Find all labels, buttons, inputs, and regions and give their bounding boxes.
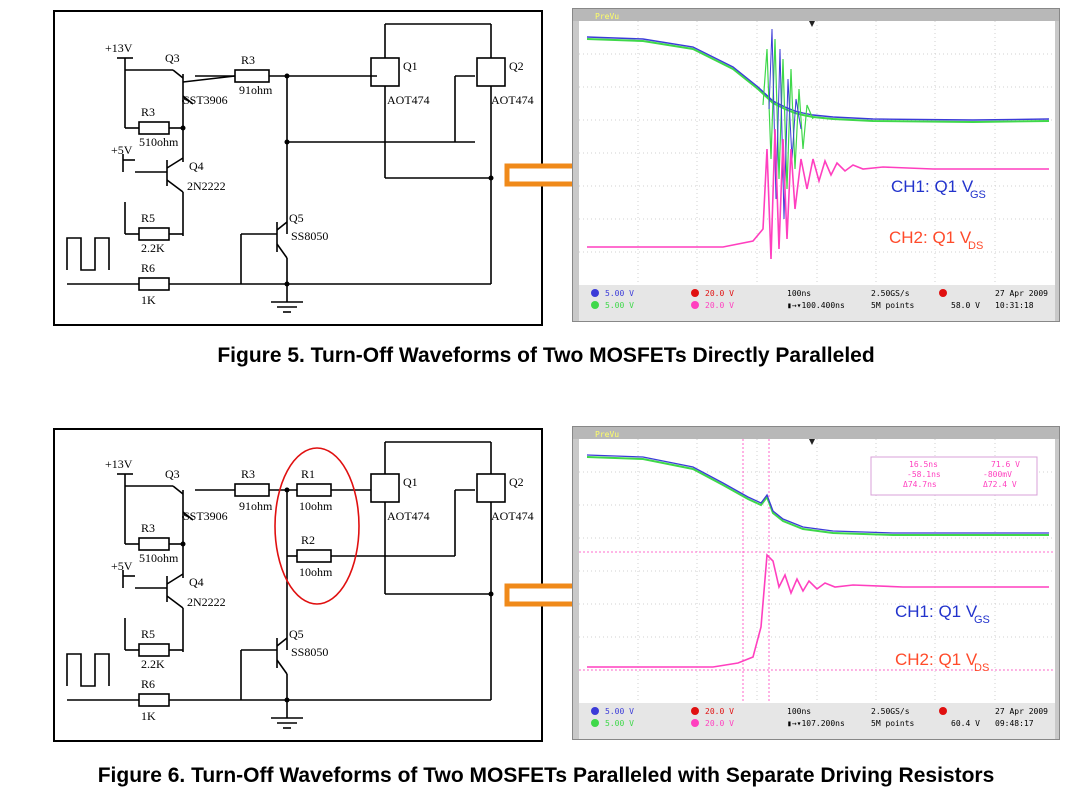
- r5-value: 2.2K: [141, 657, 165, 671]
- r3a-value: 91ohm: [239, 83, 273, 97]
- delay: ▮→▾107.200ns: [787, 719, 845, 728]
- r3a-label: R3: [241, 467, 255, 481]
- ch1-annotation-sub: GS: [974, 614, 990, 626]
- r2-value: 10ohm: [299, 565, 333, 579]
- ch1-annotation: CH1: Q1 V: [891, 177, 974, 196]
- r6-value: 1K: [141, 709, 156, 723]
- ch2-annotation-sub: DS: [974, 662, 989, 674]
- q5-label: Q5: [289, 211, 304, 225]
- ch2-annotation-sub: DS: [968, 240, 983, 252]
- q4-label: Q4: [189, 159, 204, 173]
- r6-value: 1K: [141, 293, 156, 307]
- r3b-label: R3: [141, 105, 155, 119]
- r6-label: R6: [141, 261, 155, 275]
- delay: ▮→▾100.400ns: [787, 301, 845, 310]
- supply-5v-label: +5V: [111, 143, 133, 157]
- cursor-dt: Δ74.7ns: [903, 480, 937, 489]
- date: 27 Apr 2009: [995, 289, 1048, 298]
- r2-label: R2: [301, 533, 315, 547]
- r1-value: 10ohm: [299, 499, 333, 513]
- q5-part-label: SS8050: [291, 229, 328, 243]
- figure-6-caption: Figure 6. Turn-Off Waveforms of Two MOSF…: [97, 764, 995, 787]
- ch4-scale: 20.0 V: [705, 301, 734, 310]
- r6-label: R6: [141, 677, 155, 691]
- q3-part-label: SST3906: [183, 93, 228, 107]
- cursor-t1: 16.5ns: [909, 460, 938, 469]
- sample-rate: 2.50GS/s: [871, 707, 910, 716]
- q5-part-label: SS8050: [291, 645, 328, 659]
- q2-label: Q2: [509, 59, 524, 73]
- cursor-t2: -58.1ns: [907, 470, 941, 479]
- highlight-circle: [274, 447, 360, 605]
- supply-13v-label: +13V: [105, 41, 133, 55]
- ch4-scale: 20.0 V: [705, 719, 734, 728]
- cursor-dv: Δ72.4 V: [983, 480, 1017, 489]
- cursor-v2: -800mV: [983, 470, 1012, 479]
- scope-title: PreVu: [595, 430, 619, 439]
- ch3-scale: 5.00 V: [605, 719, 634, 728]
- oscilloscope-fig5: PreVu CH1: Q1 V GS CH2: Q1 V DS 5.00 V 5…: [572, 8, 1060, 322]
- scope-screen-fig6: PreVu 16.5ns -58.1ns Δ74.7ns 71.6 V -800…: [573, 427, 1059, 739]
- sample-rate: 2.50GS/s: [871, 289, 910, 298]
- supply-5v-label: +5V: [111, 559, 133, 573]
- r3a-value: 91ohm: [239, 499, 273, 513]
- ch1-scale: 5.00 V: [605, 707, 634, 716]
- ch1-scale: 5.00 V: [605, 289, 634, 298]
- schematic-fig5: +13V Q3 SST3906 R3 91ohm R3 510ohm +5V Q…: [66, 23, 534, 313]
- circuit-diagram-fig6: +13V Q3 SST3906 R3 91ohm R1 10ohm R2 10o…: [53, 428, 543, 742]
- ch1-annotation-sub: GS: [970, 189, 986, 201]
- q2-part-label: AOT474: [491, 509, 534, 523]
- supply-13v-label: +13V: [105, 457, 133, 471]
- date: 27 Apr 2009: [995, 707, 1048, 716]
- trigger-level: 60.4 V: [951, 719, 980, 728]
- r3a-label: R3: [241, 53, 255, 67]
- r3b-value: 510ohm: [139, 551, 179, 565]
- timebase: 100ns: [787, 289, 811, 298]
- ch1-annotation: CH1: Q1 V: [895, 602, 978, 621]
- record-length: 5M points: [871, 301, 915, 310]
- r5-value: 2.2K: [141, 241, 165, 255]
- q1-label: Q1: [403, 475, 418, 489]
- q4-label: Q4: [189, 575, 204, 589]
- figure-5-caption: Figure 5. Turn-Off Waveforms of Two MOSF…: [217, 344, 875, 367]
- time: 10:31:18: [995, 301, 1034, 310]
- oscilloscope-fig6: PreVu 16.5ns -58.1ns Δ74.7ns 71.6 V -800…: [572, 426, 1060, 740]
- q1-label: Q1: [403, 59, 418, 73]
- ch3-scale: 5.00 V: [605, 301, 634, 310]
- q2-part-label: AOT474: [491, 93, 534, 107]
- q3-label: Q3: [165, 467, 180, 481]
- q1-part-label: AOT474: [387, 509, 430, 523]
- r3b-value: 510ohm: [139, 135, 179, 149]
- time: 09:48:17: [995, 719, 1034, 728]
- r5-label: R5: [141, 627, 155, 641]
- q3-label: Q3: [165, 51, 180, 65]
- r1-label: R1: [301, 467, 315, 481]
- q4-part-label: 2N2222: [187, 595, 226, 609]
- r5-label: R5: [141, 211, 155, 225]
- ch2-scale: 20.0 V: [705, 289, 734, 298]
- q4-part-label: 2N2222: [187, 179, 226, 193]
- scope-screen-fig5: PreVu CH1: Q1 V GS CH2: Q1 V DS 5.00 V 5…: [573, 9, 1059, 321]
- record-length: 5M points: [871, 719, 915, 728]
- ch2-annotation: CH2: Q1 V: [895, 650, 978, 669]
- circuit-diagram-fig5: +13V Q3 SST3906 R3 91ohm R3 510ohm +5V Q…: [53, 10, 543, 326]
- schematic-fig6: +13V Q3 SST3906 R3 91ohm R1 10ohm R2 10o…: [66, 441, 534, 729]
- q2-label: Q2: [509, 475, 524, 489]
- r3b-label: R3: [141, 521, 155, 535]
- q3-part-label: SST3906: [183, 509, 228, 523]
- q5-label: Q5: [289, 627, 304, 641]
- timebase: 100ns: [787, 707, 811, 716]
- q1-part-label: AOT474: [387, 93, 430, 107]
- ch2-scale: 20.0 V: [705, 707, 734, 716]
- scope-title: PreVu: [595, 12, 619, 21]
- trigger-level: 58.0 V: [951, 301, 980, 310]
- ch2-annotation: CH2: Q1 V: [889, 228, 972, 247]
- cursor-v1: 71.6 V: [991, 460, 1020, 469]
